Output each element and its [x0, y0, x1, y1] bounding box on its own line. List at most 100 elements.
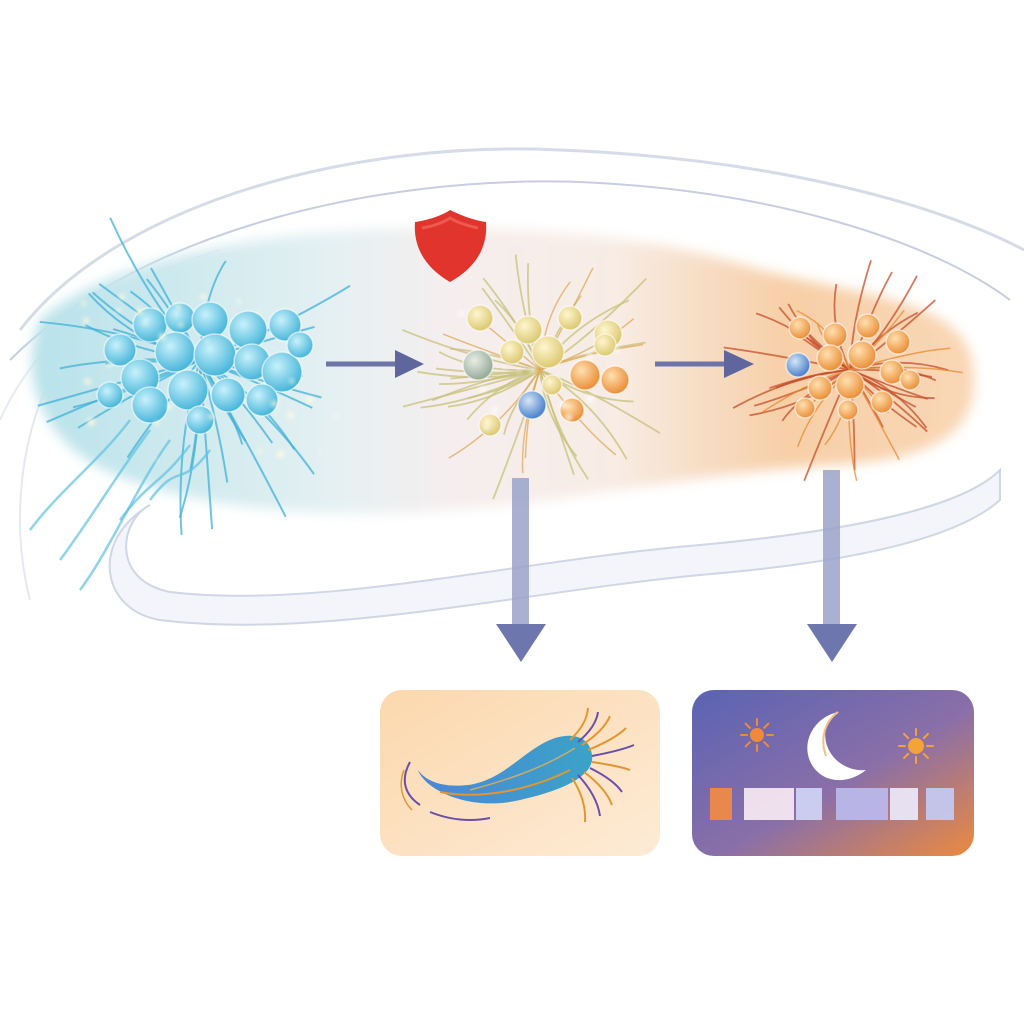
cell	[870, 390, 894, 414]
sparkle	[333, 414, 338, 419]
sparkles	[81, 293, 620, 462]
sparkle	[81, 301, 87, 306]
filament-tail	[119, 444, 191, 521]
sparkle	[458, 310, 464, 317]
sun-icon	[898, 728, 934, 764]
bar-segment	[836, 788, 888, 820]
cell	[245, 383, 279, 417]
down-arrow-2	[807, 470, 857, 662]
sparkle	[258, 448, 263, 454]
cell	[268, 308, 302, 342]
cell	[788, 316, 812, 340]
sun-ray	[922, 752, 930, 760]
bar-segment	[890, 788, 918, 820]
cell	[466, 304, 494, 332]
cell	[131, 386, 169, 424]
bar-segment	[710, 788, 732, 820]
flagella	[569, 707, 635, 823]
bar-segment	[796, 788, 822, 820]
filament-tail	[29, 419, 131, 531]
cell	[167, 369, 209, 411]
cell	[191, 301, 229, 339]
cell	[593, 333, 617, 357]
sparkle	[107, 361, 113, 368]
cell	[103, 333, 137, 367]
cell	[557, 305, 583, 331]
flagellum	[587, 727, 627, 751]
sun-ray	[744, 741, 751, 748]
cell	[847, 340, 877, 370]
cell	[569, 359, 601, 391]
flagellum	[583, 771, 613, 806]
cell	[462, 349, 494, 381]
sun-ray	[922, 732, 930, 740]
cell	[837, 399, 859, 421]
down-arrow-1	[496, 478, 546, 662]
sparkle	[529, 367, 536, 373]
cell	[541, 374, 563, 396]
sparkle	[155, 458, 159, 462]
cell	[807, 375, 833, 401]
bacterium-icon	[400, 707, 635, 823]
cell	[185, 405, 215, 435]
sparkle	[257, 310, 261, 314]
filament	[199, 359, 229, 483]
bar-segment	[926, 788, 954, 820]
filament	[467, 369, 541, 400]
sparkle	[586, 352, 594, 359]
sparkle	[136, 308, 143, 315]
sparkle	[614, 346, 620, 353]
cell	[559, 397, 585, 423]
filament	[769, 369, 851, 389]
flagellum	[589, 767, 623, 793]
sparkle	[479, 386, 486, 392]
flagellum	[591, 744, 635, 757]
sparkle	[116, 307, 121, 313]
sun-disc	[750, 728, 764, 742]
sparkle	[175, 304, 181, 310]
shield-icon	[414, 210, 487, 282]
cell	[210, 377, 246, 413]
flow-arrow-1	[326, 350, 424, 378]
healthy-cluster	[96, 301, 314, 435]
sparkle	[158, 333, 166, 341]
sparkle	[84, 378, 91, 385]
sparkle	[565, 414, 572, 422]
sparkle	[318, 449, 322, 453]
cell	[513, 315, 543, 345]
sun-ray	[902, 752, 910, 760]
circadian-bar	[710, 788, 954, 820]
flagellum	[569, 707, 589, 741]
sparkle	[154, 421, 160, 426]
sparkle	[166, 403, 173, 410]
inflamed-cluster	[785, 313, 921, 421]
motility-panel	[380, 690, 660, 856]
circadian-panel	[692, 690, 974, 856]
sparkle	[83, 317, 89, 324]
cell	[478, 413, 502, 437]
sun-icon	[740, 718, 774, 752]
sparkle	[587, 395, 595, 403]
sparkle	[306, 396, 313, 404]
filament	[442, 333, 541, 371]
cell	[816, 344, 844, 372]
sparkle	[271, 400, 278, 407]
cell	[855, 313, 881, 339]
sparkle	[143, 321, 148, 326]
cell	[531, 335, 565, 369]
sparkle	[119, 294, 125, 301]
flagellum	[577, 711, 599, 743]
moon-icon	[807, 711, 866, 781]
cell	[499, 339, 525, 365]
lumen-band	[108, 467, 1001, 626]
sun-ray	[902, 732, 910, 740]
flagellum	[571, 777, 587, 823]
sparkle	[236, 299, 241, 304]
cell	[193, 333, 237, 377]
cell	[885, 329, 911, 355]
sparkle	[87, 417, 96, 426]
sparkle	[502, 365, 507, 370]
sun-disc	[908, 738, 924, 754]
